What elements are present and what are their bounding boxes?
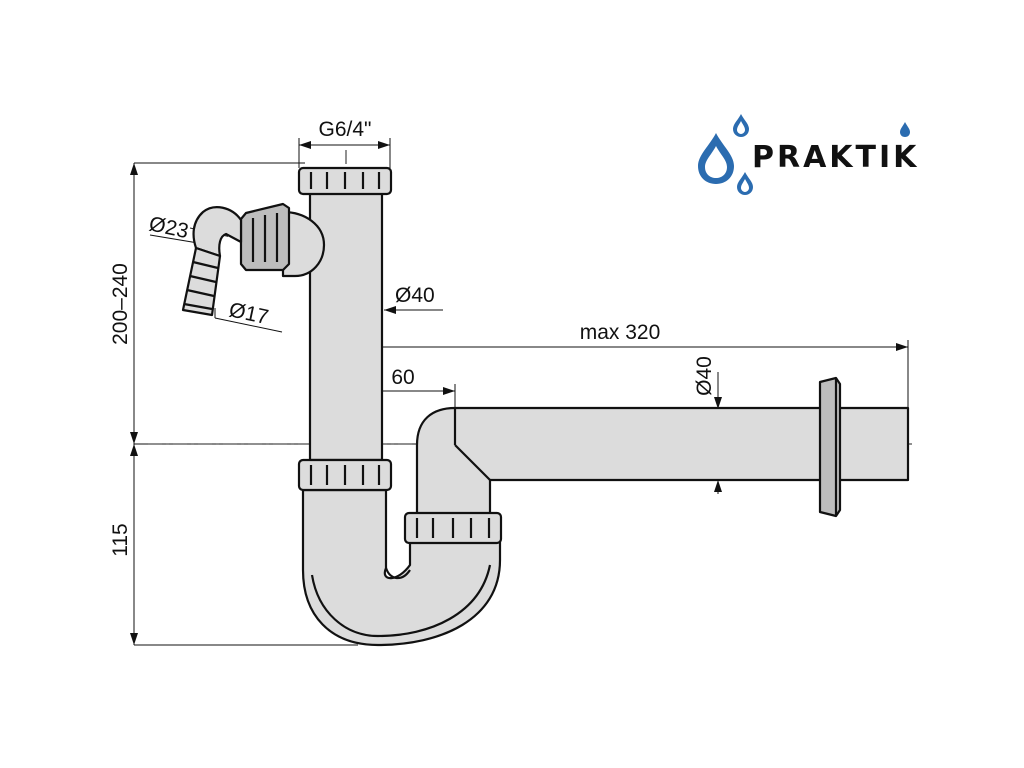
vertical-pipe-diameter-label: Ø40 [395,284,435,307]
offset-label: 60 [391,366,414,389]
water-drop-icon [900,122,910,137]
water-drop-icon [705,146,727,178]
height-range-label: 200–240 [109,263,132,345]
praktik-logo: PRAKTIK [698,114,919,195]
top-nut [297,166,393,196]
brand-name: PRAKTIK [752,140,919,175]
dimension-labels: G6/4" Ø23 Ø17 Ø40 200–240 max 320 60 Ø40… [109,118,716,557]
outlet-pipe-diameter-label: Ø40 [693,356,716,396]
inlet-diameter-small-label: Ø17 [227,298,271,329]
water-drop-icon [741,179,749,192]
top-thread-label: G6/4" [319,118,372,141]
outlet-nut [403,511,503,545]
max-length-label: max 320 [580,321,661,344]
middle-nut [297,458,393,492]
water-drop-icon [737,121,745,134]
inlet-diameter-large-label: Ø23 [147,212,191,243]
outlet-pipe [415,376,910,518]
trap-u-bend [301,488,502,647]
trap-depth-label: 115 [109,523,132,556]
side-inlet [181,202,326,317]
